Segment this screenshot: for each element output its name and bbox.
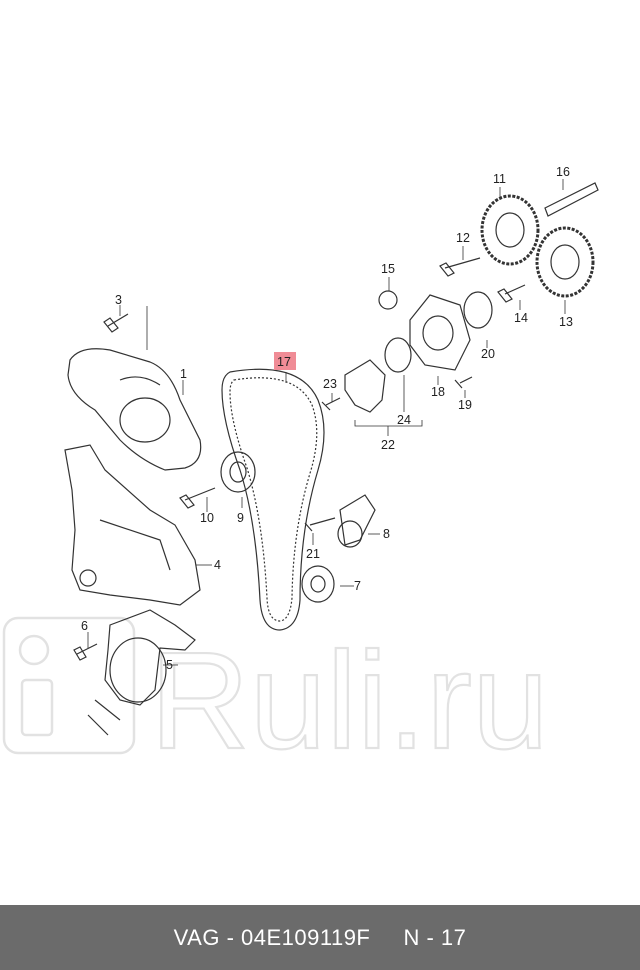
callout-6[interactable]: 6 [81, 619, 88, 633]
part-position: N - 17 [403, 924, 467, 950]
timing-belt [221, 368, 325, 631]
upper-timing-cover [67, 348, 202, 471]
callout-8[interactable]: 8 [383, 527, 390, 541]
callout-23[interactable]: 23 [323, 377, 337, 391]
watermark-text: Ruli.ru [150, 624, 549, 778]
camshaft-gears [480, 182, 599, 298]
callout-10[interactable]: 10 [200, 511, 214, 525]
callout-17[interactable]: 17 [277, 355, 291, 369]
callout-13[interactable]: 13 [559, 315, 573, 329]
callout-15[interactable]: 15 [381, 262, 395, 276]
callout-9[interactable]: 9 [237, 511, 244, 525]
bolts [73, 257, 526, 661]
callout-20[interactable]: 20 [481, 347, 495, 361]
footer-spacer [370, 925, 403, 951]
pump-assembly [344, 290, 493, 413]
callout-18[interactable]: 18 [431, 385, 445, 399]
callout-1[interactable]: 1 [180, 367, 187, 381]
callout-3[interactable]: 3 [115, 293, 122, 307]
highlight-17-box [274, 352, 296, 370]
callout-5[interactable]: 5 [166, 658, 173, 672]
leader-lines [87, 179, 566, 666]
callout-24[interactable]: 24 [397, 413, 411, 427]
part-number: VAG - 04E109119F [173, 924, 371, 950]
callout-22[interactable]: 22 [381, 438, 395, 452]
callout-11[interactable]: 11 [493, 172, 506, 186]
callout-21[interactable]: 21 [306, 547, 320, 561]
callout-12[interactable]: 12 [456, 231, 470, 245]
parts-diagram: Ruli.ru [2, 165, 599, 779]
pulleys [220, 451, 376, 603]
callout-7[interactable]: 7 [354, 579, 361, 593]
lower-timing-cover [64, 444, 201, 606]
watermark: Ruli.ru [2, 616, 550, 779]
callout-4[interactable]: 4 [214, 558, 221, 572]
callout-16[interactable]: 16 [556, 165, 570, 179]
watermark-logo-box [2, 616, 136, 755]
part-footer: VAG - 04E109119F N - 17 [0, 905, 640, 970]
callout-14[interactable]: 14 [514, 311, 528, 325]
watermark-gear-icon [18, 634, 50, 666]
callout-labels: 3 1 4 5 6 7 8 9 10 11 12 13 14 15 16 17 … [81, 165, 573, 672]
watermark-bottle-icon [20, 678, 54, 737]
engine-bracket [87, 609, 196, 736]
callout-19[interactable]: 19 [458, 398, 472, 412]
